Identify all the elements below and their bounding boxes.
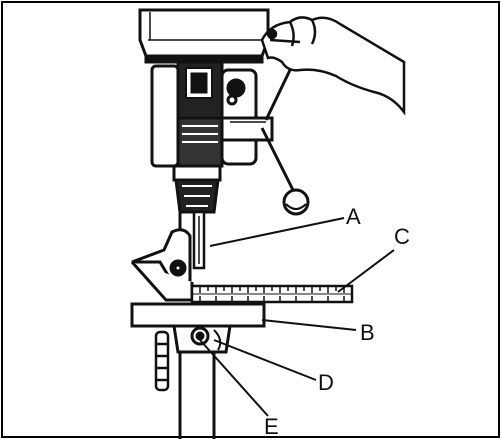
feed-handle	[260, 69, 310, 216]
lock-handle	[154, 330, 170, 392]
leader-b	[261, 319, 357, 331]
leader-c	[337, 249, 395, 293]
angle-fence	[130, 228, 194, 302]
leader-e	[199, 339, 269, 417]
operator-hand	[260, 16, 406, 116]
ruler	[190, 284, 354, 304]
callout-a: A	[346, 204, 361, 229]
drill-bit	[192, 210, 206, 270]
table-bracket	[172, 324, 232, 354]
drill-table	[130, 302, 266, 328]
callout-c: C	[394, 224, 410, 249]
callout-b: B	[360, 320, 375, 345]
callout-d: D	[318, 370, 334, 395]
leader-d	[213, 339, 317, 381]
chuck	[172, 164, 222, 214]
leader-a	[209, 217, 345, 247]
drill-head	[138, 8, 270, 64]
handle-knob	[282, 188, 310, 216]
leader-lines	[199, 217, 395, 417]
spindle-housing	[150, 60, 274, 168]
callout-e: E	[264, 414, 279, 439]
